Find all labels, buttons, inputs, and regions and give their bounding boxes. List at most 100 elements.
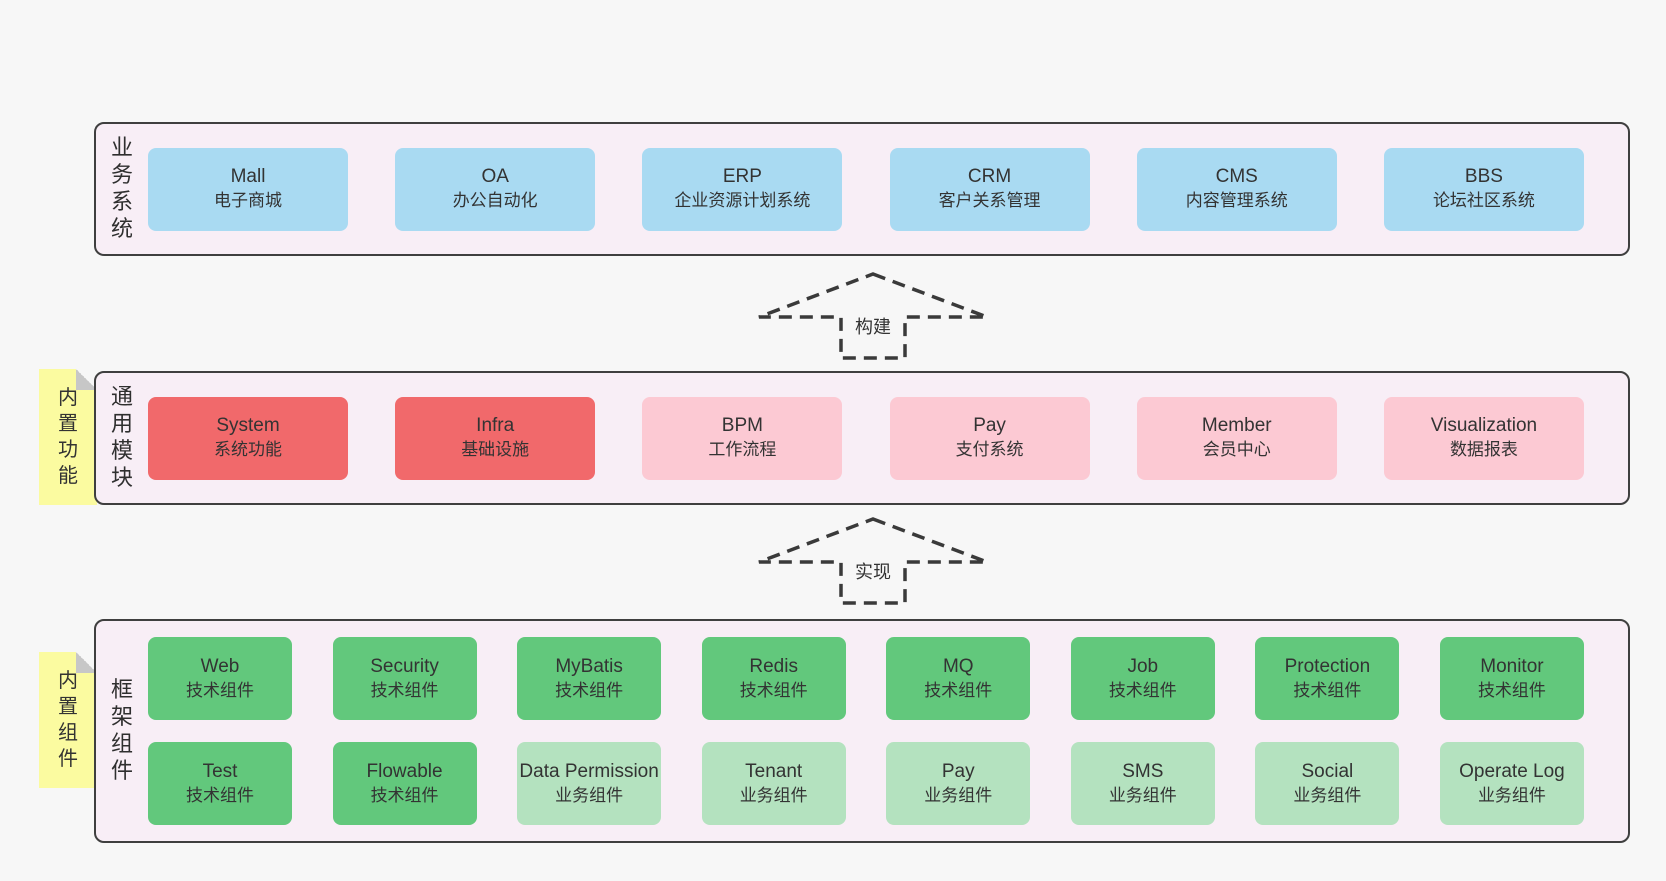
component-box-security: Security 技术组件 <box>332 637 477 720</box>
component-subtitle: 技术组件 <box>924 680 993 700</box>
component-title: Pay <box>973 415 1006 437</box>
component-subtitle: 技术组件 <box>370 680 439 700</box>
component-subtitle: 技术组件 <box>555 680 624 700</box>
component-box-tenant: Tenant 业务组件 <box>701 742 846 825</box>
component-title: Infra <box>476 415 515 437</box>
component-subtitle: 业务组件 <box>555 785 624 805</box>
component-subtitle: 会员中心 <box>1202 440 1271 460</box>
component-box-crm: CRM 客户关系管理 <box>889 147 1090 231</box>
component-title: Pay <box>941 760 975 782</box>
component-title: CRM <box>967 166 1012 188</box>
component-title: ERP <box>722 166 762 188</box>
component-title: Social <box>1301 760 1354 782</box>
component-title: Job <box>1127 655 1159 677</box>
component-title: Test <box>202 760 238 782</box>
component-box-operate-log: Operate Log 业务组件 <box>1439 742 1584 825</box>
component-box-social: Social 业务组件 <box>1255 742 1400 825</box>
component-title: System <box>216 415 280 437</box>
component-title: Data Permission <box>519 760 659 782</box>
component-subtitle: 内容管理系统 <box>1185 191 1288 211</box>
component-box-pay: Pay 支付系统 <box>889 396 1090 480</box>
component-box-oa: OA 办公自动化 <box>395 147 596 231</box>
component-title: BPM <box>721 415 763 437</box>
component-subtitle: 业务组件 <box>1293 785 1362 805</box>
component-subtitle: 业务组件 <box>1477 785 1546 805</box>
arrow-build: 构建 <box>753 271 993 361</box>
layer-label: 框架组件 <box>110 677 133 783</box>
component-subtitle: 技术组件 <box>1477 680 1546 700</box>
component-subtitle: 技术组件 <box>1293 680 1362 700</box>
component-title: Member <box>1201 415 1272 437</box>
sticky-note-built-in-components: 内置组件 <box>39 652 97 788</box>
sticky-note-label: 内置组件 <box>58 670 78 770</box>
component-subtitle: 系统功能 <box>214 440 282 460</box>
layer-label: 业务系统 <box>110 135 133 241</box>
component-title: Operate Log <box>1459 760 1565 782</box>
component-subtitle: 客户关系管理 <box>938 191 1041 211</box>
component-title: OA <box>481 166 509 188</box>
component-title: Visualization <box>1430 415 1538 437</box>
component-subtitle: 办公自动化 <box>452 191 538 211</box>
component-subtitle: 基础设施 <box>461 440 530 460</box>
layer-label-column: 业务系统 <box>96 124 148 254</box>
component-box-infra: Infra 基础设施 <box>395 396 596 480</box>
arrow-build-label: 构建 <box>852 313 894 339</box>
sticky-note-label: 内置功能 <box>58 387 78 487</box>
component-subtitle: 论坛社区系统 <box>1432 191 1535 211</box>
component-title: Web <box>200 655 240 677</box>
component-box-bbs: BBS 论坛社区系统 <box>1383 147 1584 231</box>
component-subtitle: 技术组件 <box>739 680 808 700</box>
component-box-data-permission: Data Permission 业务组件 <box>517 742 662 825</box>
layer-label-column: 框架组件 <box>96 621 148 841</box>
sticky-note-built-in-features: 内置功能 <box>39 369 97 505</box>
component-subtitle: 技术组件 <box>186 785 254 805</box>
component-box-job: Job 技术组件 <box>1070 637 1215 720</box>
component-box-system: System 系统功能 <box>148 396 348 480</box>
component-title: SMS <box>1122 760 1164 782</box>
folded-corner-icon <box>76 369 97 390</box>
component-title: Security <box>370 655 439 677</box>
component-title: Mall <box>230 166 266 188</box>
component-title: BBS <box>1464 166 1503 188</box>
folded-corner-icon <box>76 652 97 673</box>
component-subtitle: 技术组件 <box>1108 680 1177 700</box>
layer-label: 通用模块 <box>110 384 133 490</box>
component-subtitle: 技术组件 <box>186 680 254 700</box>
component-box-monitor: Monitor 技术组件 <box>1439 637 1584 720</box>
layer-label-column: 通用模块 <box>96 373 148 503</box>
component-box-mq: MQ 技术组件 <box>886 637 1031 720</box>
component-title: MQ <box>942 655 974 677</box>
component-box-member: Member 会员中心 <box>1136 396 1337 480</box>
component-box-test: Test 技术组件 <box>148 742 292 825</box>
arrow-implement-label: 实现 <box>852 558 894 584</box>
component-box-web: Web 技术组件 <box>148 637 292 720</box>
component-subtitle: 业务组件 <box>1108 785 1177 805</box>
component-subtitle: 技术组件 <box>370 785 439 805</box>
up-arrow-icon <box>758 517 988 605</box>
component-subtitle: 业务组件 <box>739 785 808 805</box>
component-subtitle: 支付系统 <box>955 440 1024 460</box>
component-title: Monitor <box>1480 655 1544 677</box>
component-title: Tenant <box>745 760 803 782</box>
